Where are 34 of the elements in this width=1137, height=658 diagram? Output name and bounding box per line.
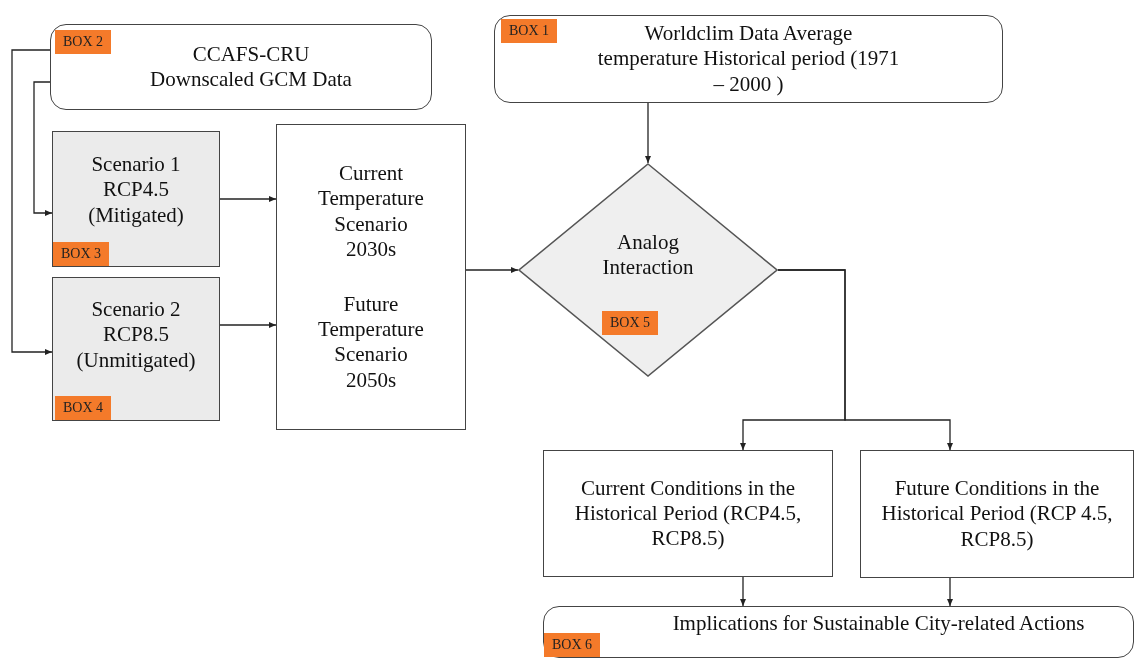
box-text: Implications for Sustainable City-related Actions: [671, 611, 1086, 637]
process-box: [860, 450, 1134, 578]
data-source-box: [50, 24, 432, 110]
box-tag: BOX 3: [53, 242, 110, 266]
decision-diamond: [518, 163, 778, 377]
arrow: [465, 267, 519, 273]
box-text: Scenario 2 RCP8.5 (Unmitigated): [75, 297, 197, 373]
arrow: [777, 269, 953, 451]
process-box: [276, 124, 466, 430]
box-tag: BOX 2: [55, 30, 112, 54]
scenario-box: [52, 277, 220, 421]
arrow: [33, 81, 53, 216]
arrow: [219, 322, 277, 328]
arrow: [11, 49, 53, 355]
arrow: [740, 576, 746, 607]
data-source-box: [494, 15, 1003, 103]
box-text: Future Conditions in the Historical Period (RCP 4.5, RCP8.5): [880, 476, 1114, 552]
arrow: [219, 196, 277, 202]
box-text: Scenario 1 RCP4.5 (Mitigated): [87, 152, 185, 228]
process-box: [543, 450, 833, 577]
arrow: [947, 577, 953, 607]
box-text: Future Temperature Scenario 2050s: [317, 292, 425, 393]
box-text: Current Temperature Scenario 2030s: [317, 161, 425, 262]
scenario-box: [52, 131, 220, 267]
arrow: [645, 102, 651, 164]
box-text: Current Conditions in the Historical Period (RCP4.5, RCP8.5): [573, 475, 803, 552]
process-box: [543, 606, 1134, 658]
box-text: Worldclim Data Average temperature Historical period (1971 – 2000 ): [596, 21, 901, 97]
box-text: CCAFS-CRU Downscaled GCM Data: [149, 41, 353, 93]
box-tag: BOX 1: [501, 19, 558, 43]
box-tag: BOX 6: [544, 633, 601, 657]
box-tag: BOX 4: [55, 396, 112, 420]
box-tag: BOX 5: [602, 311, 659, 335]
box-text: Analog Interaction: [601, 229, 695, 281]
